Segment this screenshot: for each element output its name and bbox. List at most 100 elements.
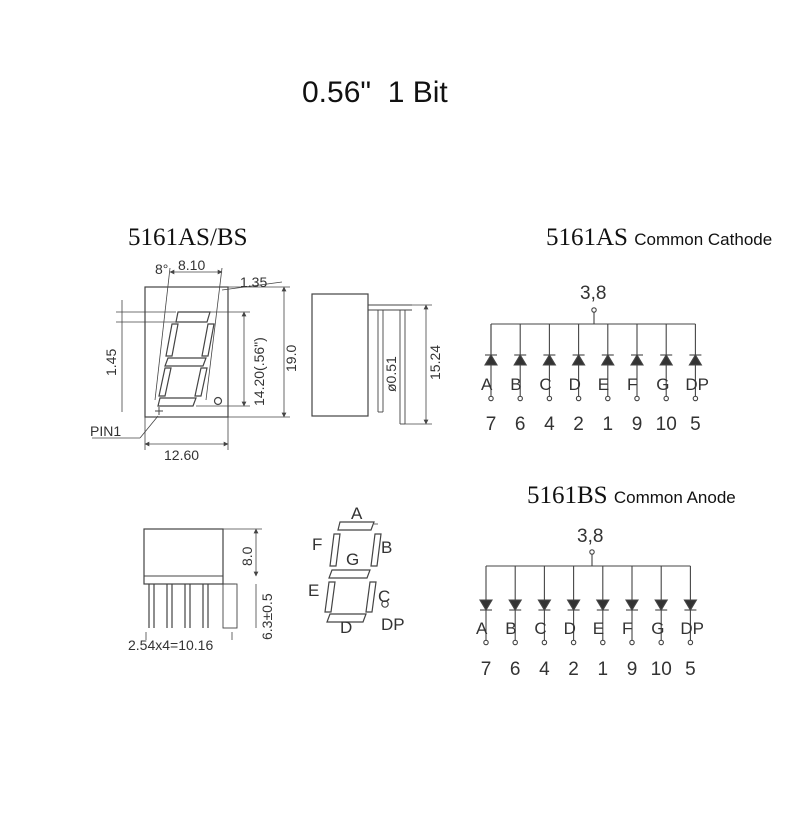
cathode-pin-terminal [663, 395, 669, 402]
segment-f [329, 533, 341, 567]
anode-pin-number: 9 [627, 659, 638, 680]
cathode-common-terminal [591, 307, 597, 313]
side-body-outline [311, 293, 369, 417]
anode-pin-terminal [658, 639, 664, 646]
segment-c [365, 581, 377, 613]
anode-pin-number: 5 [685, 659, 696, 680]
cathode-common-pins: 3,8 [580, 283, 606, 304]
cathode-pin-terminal [692, 395, 699, 402]
cathode-pin-terminal [517, 395, 523, 402]
dim-depth: 8.0 [239, 546, 255, 566]
cathode-diode [571, 353, 586, 366]
cathode-pin-terminal [488, 395, 494, 402]
anode-diode [508, 599, 523, 612]
cathode-pin-terminal [546, 395, 553, 402]
seg-label-b: B [381, 538, 392, 557]
dim-standoff: 6.3±0.5 [259, 593, 275, 640]
cathode-diode [659, 353, 674, 366]
anode-type: Common Anode [613, 488, 736, 507]
seg-label-g: G [346, 550, 359, 569]
cathode-pin-terminal [575, 395, 582, 402]
segment-b [370, 533, 382, 567]
anode-common-terminal [589, 549, 595, 555]
pin1-label: PIN1 [90, 423, 121, 439]
dim-dp-offset: 1.35 [240, 274, 267, 290]
cathode-diode [513, 353, 528, 366]
anode-pin-number: 7 [481, 659, 492, 680]
cathode-type: Common Cathode [634, 230, 773, 249]
anode-pin-terminal [687, 639, 694, 646]
cathode-pin-number: 5 [690, 414, 701, 435]
seg-label-e: E [308, 581, 319, 600]
anode-segment-label: DP [680, 619, 704, 638]
page-title: 0.56" 1 Bit [302, 76, 448, 109]
anode-pin-terminal [483, 639, 489, 646]
dim-digit-height: 14.20(.56") [251, 337, 267, 406]
cathode-diode [630, 353, 644, 366]
anode-schematic [479, 549, 698, 646]
anode-diode [595, 599, 610, 612]
seg-label-c: C [378, 587, 390, 606]
cathode-segment-label: F [627, 375, 637, 394]
side-view [311, 293, 432, 425]
dim-body-height: 19.0 [283, 345, 299, 372]
front-digit [157, 311, 223, 407]
dim-seg-thickness: 1.45 [103, 349, 119, 376]
dim-pitch: 2.54x4=10.16 [128, 637, 213, 653]
cathode-segment-label: DP [685, 375, 709, 394]
cathode-pin-number: 7 [486, 414, 497, 435]
cathode-segment-label: G [656, 375, 669, 394]
cathode-segment-label: E [598, 375, 609, 394]
segment-d [326, 613, 367, 623]
front-dp-dot [213, 396, 223, 406]
outline-heading: 5161AS/BS [128, 224, 248, 251]
anode-segment-label: G [651, 619, 664, 638]
anode-segment-label: D [564, 619, 576, 638]
bottom-body-outline [143, 528, 224, 585]
cathode-segment-label: A [481, 375, 493, 394]
cathode-diode [688, 353, 703, 366]
cathode-pin-number: 2 [573, 414, 584, 435]
seg-label-d: D [340, 618, 352, 637]
cathode-pin-terminal [634, 395, 640, 402]
anode-pin-number: 2 [568, 659, 579, 680]
dim-pin-length: 15.24 [427, 345, 443, 380]
anode-pin-number: 1 [598, 659, 609, 680]
anode-diode [625, 599, 639, 612]
dim-pin-diameter: ø0.51 [383, 356, 399, 392]
segment-dp [381, 600, 389, 608]
anode-segment-label: F [622, 619, 632, 638]
anode-pin-terminal [600, 639, 606, 646]
cathode-pin-number: 9 [632, 414, 643, 435]
anode-segment-label: B [505, 619, 516, 638]
anode-segment-label: A [476, 619, 488, 638]
cathode-segment-label: B [510, 375, 521, 394]
anode-pin-number: 6 [510, 659, 521, 680]
anode-diode [479, 599, 493, 612]
anode-pin-number: 4 [539, 659, 550, 680]
anode-pin-terminal [541, 639, 548, 646]
anode-diode [537, 599, 552, 612]
segment-a [337, 521, 375, 531]
anode-pin-number: 10 [651, 659, 672, 680]
front-body-outline [144, 286, 229, 418]
dim-body-width: 12.60 [164, 447, 199, 463]
segment-map [324, 521, 389, 623]
cathode-pin-number: 10 [656, 414, 677, 435]
cathode-segment-label: D [569, 375, 581, 394]
cathode-pin-number: 4 [544, 414, 555, 435]
cathode-diode [484, 353, 498, 366]
bottom-view [143, 528, 262, 640]
anode-heading: 5161BS Common Anode [527, 482, 736, 510]
cathode-diode [600, 353, 615, 366]
anode-diode [566, 599, 581, 612]
anode-pin-terminal [512, 639, 518, 646]
segment-e [324, 581, 336, 613]
seg-label-dp: DP [381, 615, 405, 634]
cathode-pin-number: 1 [603, 414, 614, 435]
anode-diode [654, 599, 669, 612]
cathode-pin-terminal [605, 395, 611, 402]
anode-diode [683, 599, 698, 612]
